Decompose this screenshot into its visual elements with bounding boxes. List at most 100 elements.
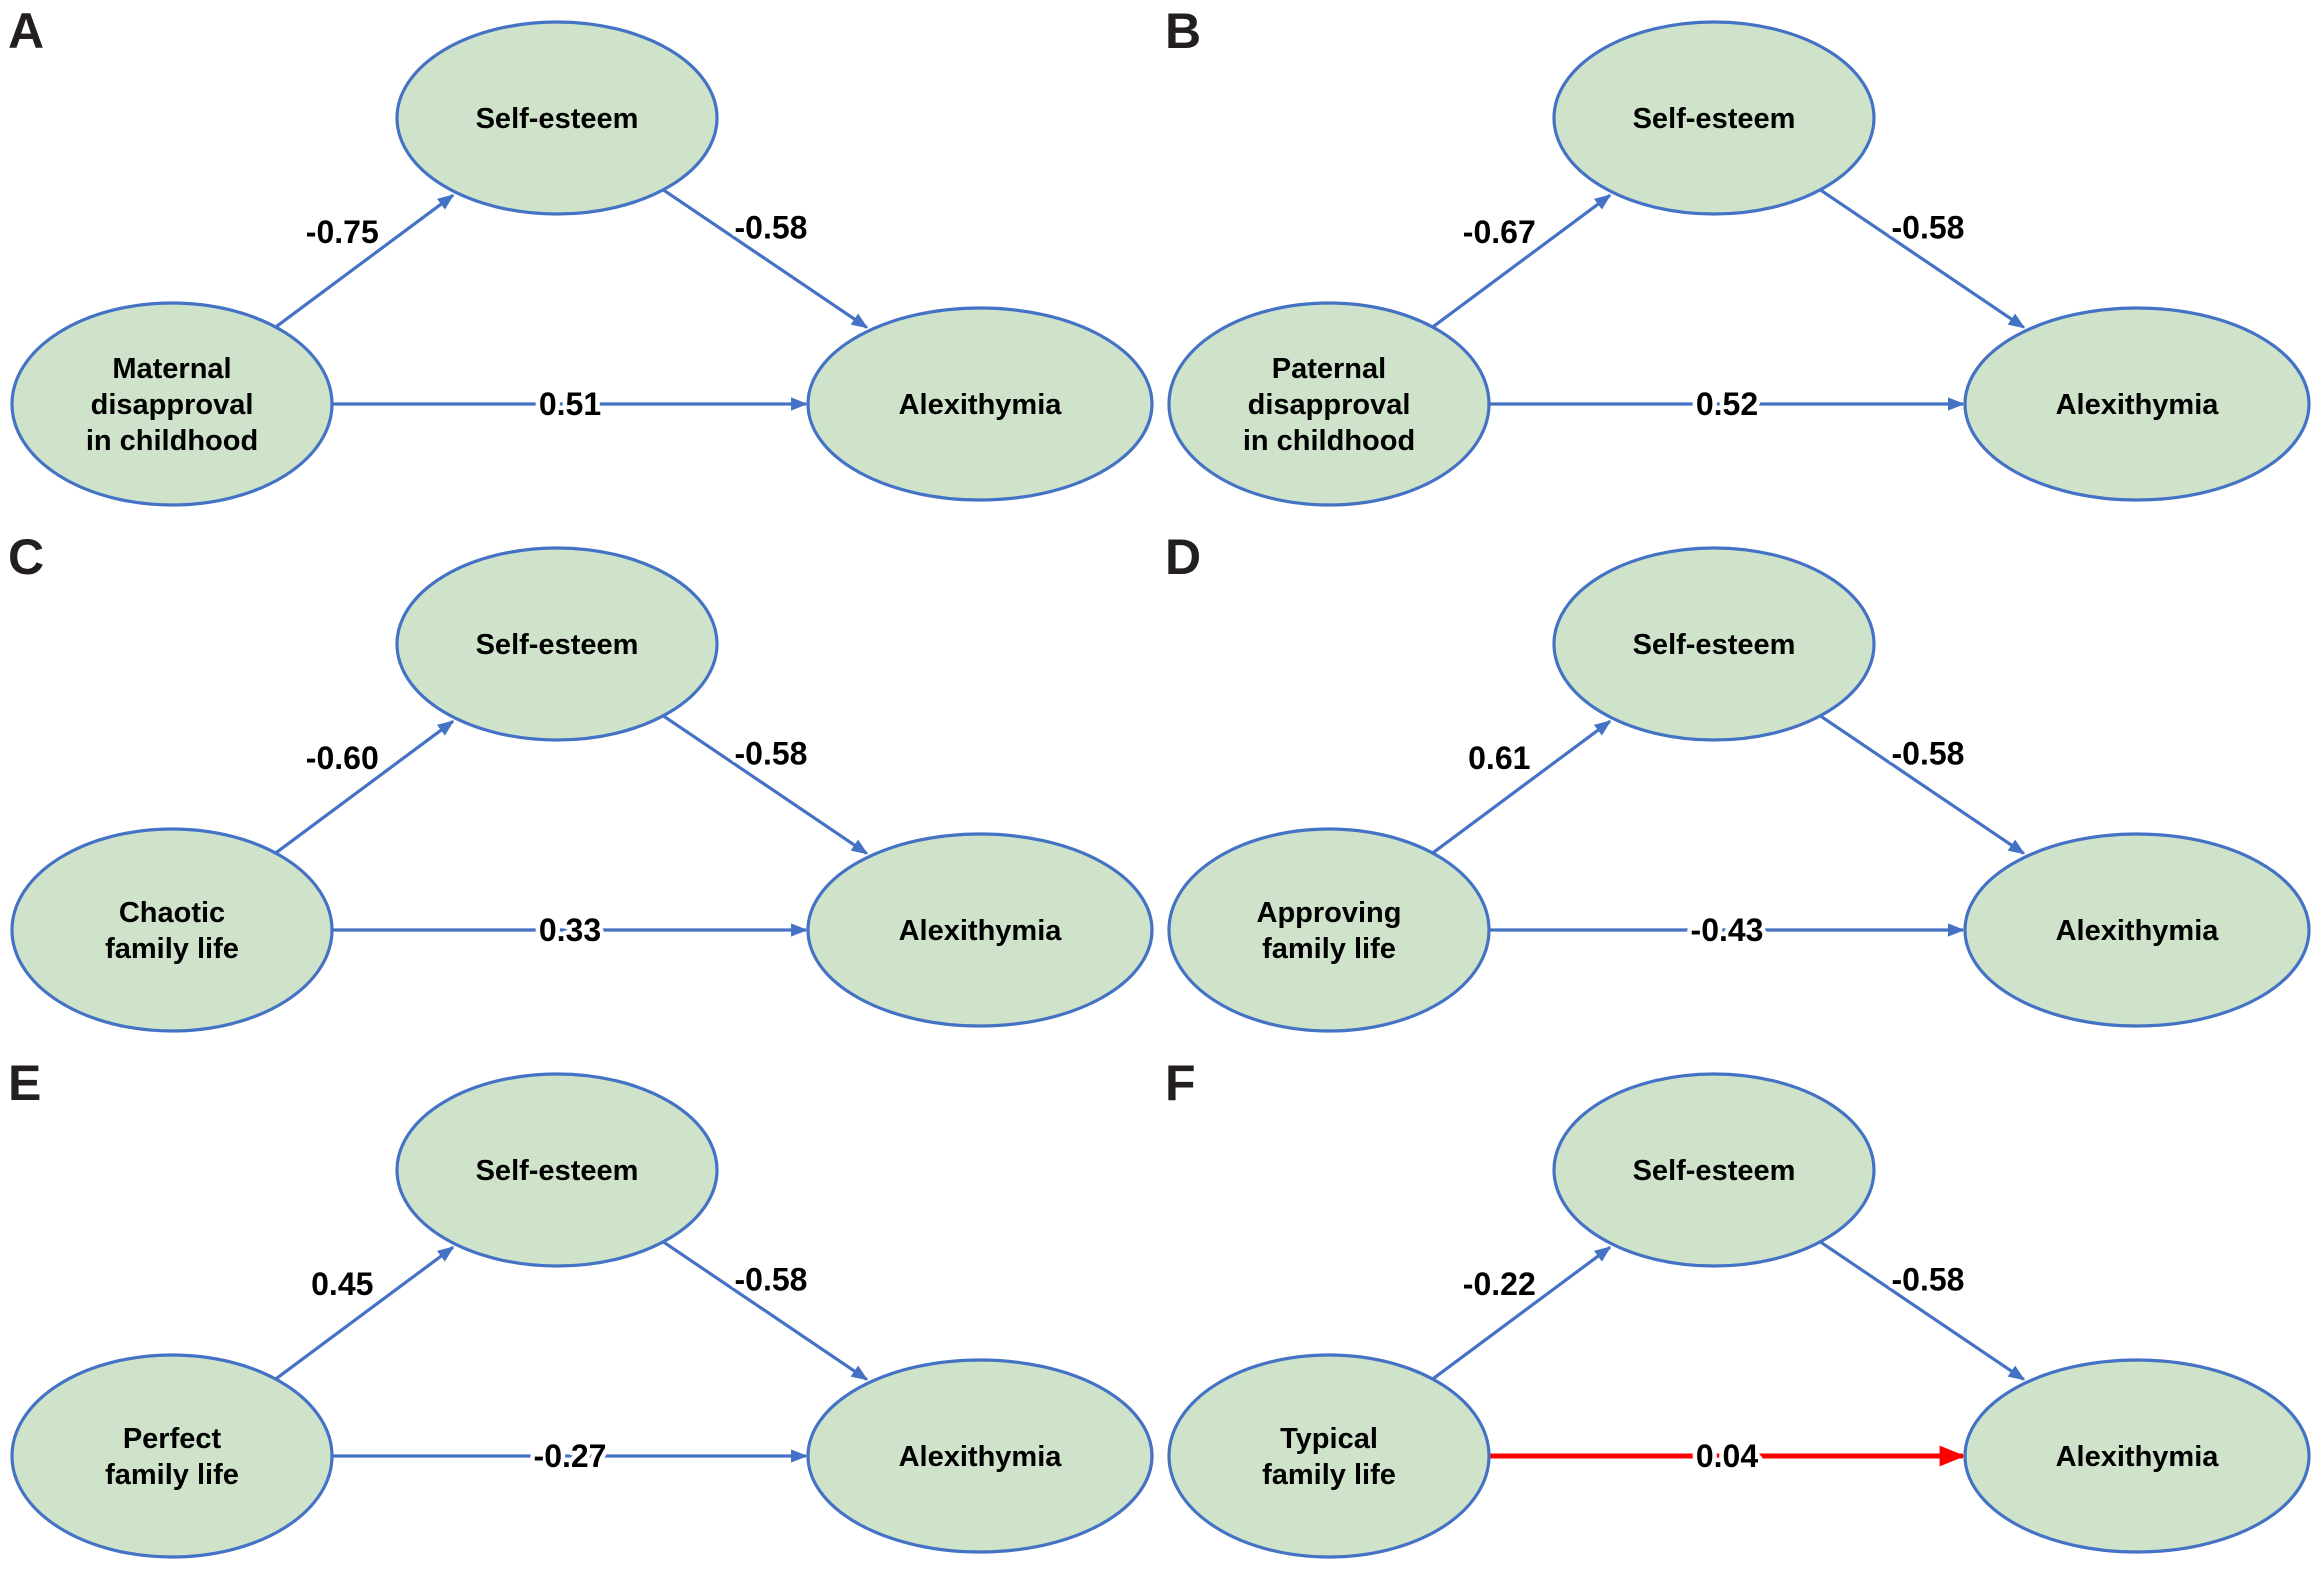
edge-label-predictor-outcome-halo: -0.27 <box>534 1438 607 1474</box>
edge-label-predictor-outcome: 0.04 <box>1696 1438 1758 1474</box>
panel-letter: C <box>8 529 44 585</box>
edge-label-mediator-outcome: -0.58 <box>735 1262 808 1298</box>
edge-label-mediator-outcome: -0.58 <box>1892 210 1965 246</box>
node-outcome[interactable]: Alexithymia <box>1963 832 2311 1028</box>
edge-label-predictor-mediator-halo: -0.22 <box>1463 1266 1536 1302</box>
node-predictor-label: family life <box>105 1459 239 1491</box>
node-predictor-label: disapproval <box>91 389 254 421</box>
edge-label-mediator-outcome: -0.58 <box>735 210 808 246</box>
edge-predictor-to-mediator <box>1431 720 1612 855</box>
edge-mediator-to-outcome <box>1819 714 2026 855</box>
edge-label-predictor-outcome: 0.52 <box>1696 386 1758 422</box>
panel-letter: D <box>1165 529 1201 585</box>
node-mediator-ellipse <box>1552 1072 1876 1268</box>
edge-label-predictor-mediator-halo: -0.60 <box>306 740 379 776</box>
node-outcome-ellipse <box>1963 1358 2311 1554</box>
edge-label-predictor-mediator: -0.60 <box>306 740 379 776</box>
node-mediator-ellipse <box>395 20 719 216</box>
node-outcome[interactable]: Alexithymia <box>1963 306 2311 502</box>
edge-label-mediator-outcome-halo: -0.58 <box>1892 210 1965 246</box>
edge-mediator-to-outcome <box>662 714 869 855</box>
panel-letter: A <box>8 3 44 59</box>
node-predictor-label: disapproval <box>1248 389 1411 421</box>
node-predictor-ellipse <box>1167 1353 1491 1559</box>
node-predictor-label: Maternal <box>112 353 231 385</box>
node-predictor-ellipse <box>10 301 334 507</box>
node-mediator[interactable]: Self-esteem <box>1552 546 1876 742</box>
edge-label-predictor-mediator: 0.61 <box>1468 740 1530 776</box>
node-predictor-label: Approving <box>1257 897 1402 929</box>
node-outcome[interactable]: Alexithymia <box>806 832 1154 1028</box>
panel-letter: E <box>8 1055 41 1111</box>
node-predictor-ellipse <box>10 1353 334 1559</box>
node-mediator-label: Self-esteem <box>1633 629 1796 661</box>
edge-predictor-to-mediator <box>274 1246 455 1381</box>
edge-predictor-to-mediator <box>274 194 455 329</box>
node-outcome[interactable]: Alexithymia <box>806 306 1154 502</box>
node-outcome[interactable]: Alexithymia <box>1963 1358 2311 1554</box>
edge-label-mediator-outcome: -0.58 <box>1892 1262 1965 1298</box>
node-outcome-ellipse <box>1963 306 2311 502</box>
node-mediator[interactable]: Self-esteem <box>1552 20 1876 216</box>
node-predictor-ellipse <box>1167 301 1491 507</box>
edge-label-mediator-outcome-halo: -0.58 <box>735 1262 808 1298</box>
edge-label-predictor-outcome-halo: 0.52 <box>1696 386 1758 422</box>
node-predictor[interactable]: Perfect family life <box>10 1353 334 1559</box>
edge-label-predictor-mediator: -0.22 <box>1463 1266 1536 1302</box>
node-outcome-ellipse <box>806 306 1154 502</box>
node-predictor[interactable]: Maternal disapproval in childhood <box>10 301 334 507</box>
edge-mediator-to-outcome <box>1819 188 2026 329</box>
node-mediator-ellipse <box>1552 20 1876 216</box>
node-predictor-label: Perfect <box>123 1423 222 1455</box>
node-predictor-label: Chaotic <box>119 897 225 929</box>
edge-label-mediator-outcome-halo: -0.58 <box>1892 1262 1965 1298</box>
edge-label-mediator-outcome-halo: -0.58 <box>1892 736 1965 772</box>
edge-predictor-to-mediator <box>274 720 455 855</box>
node-predictor-ellipse <box>10 827 334 1033</box>
edge-label-predictor-outcome: -0.43 <box>1691 912 1764 948</box>
node-mediator[interactable]: Self-esteem <box>395 1072 719 1268</box>
node-outcome-label: Alexithymia <box>2056 915 2220 947</box>
edge-label-predictor-outcome: 0.51 <box>539 386 601 422</box>
node-predictor-label: in childhood <box>86 425 258 457</box>
edge-label-mediator-outcome: -0.58 <box>735 736 808 772</box>
node-outcome-ellipse <box>806 1358 1154 1554</box>
node-mediator-label: Self-esteem <box>1633 103 1796 135</box>
node-outcome-ellipse <box>1963 832 2311 1028</box>
node-outcome-label: Alexithymia <box>899 1441 1063 1473</box>
node-outcome-ellipse <box>806 832 1154 1028</box>
edge-label-predictor-mediator-halo: -0.75 <box>306 214 379 250</box>
edge-label-predictor-outcome-halo: 0.04 <box>1696 1438 1758 1474</box>
node-mediator-ellipse <box>395 1072 719 1268</box>
node-mediator[interactable]: Self-esteem <box>395 20 719 216</box>
edge-label-predictor-mediator: 0.45 <box>311 1266 373 1302</box>
node-predictor-ellipse <box>1167 827 1491 1033</box>
node-mediator[interactable]: Self-esteem <box>395 546 719 742</box>
node-predictor-label: in childhood <box>1243 425 1415 457</box>
node-mediator[interactable]: Self-esteem <box>1552 1072 1876 1268</box>
panel-letter: F <box>1165 1055 1196 1111</box>
edge-label-predictor-outcome-halo: -0.43 <box>1691 912 1764 948</box>
edge-predictor-to-mediator <box>1431 194 1612 329</box>
edge-label-predictor-outcome-halo: 0.51 <box>539 386 601 422</box>
node-outcome[interactable]: Alexithymia <box>806 1358 1154 1554</box>
node-mediator-ellipse <box>1552 546 1876 742</box>
edge-label-predictor-outcome: 0.33 <box>539 912 601 948</box>
node-mediator-ellipse <box>395 546 719 742</box>
node-predictor-label: Typical <box>1280 1423 1378 1455</box>
edge-label-predictor-mediator-halo: -0.67 <box>1463 214 1536 250</box>
node-outcome-label: Alexithymia <box>899 915 1063 947</box>
node-mediator-label: Self-esteem <box>476 1155 639 1187</box>
